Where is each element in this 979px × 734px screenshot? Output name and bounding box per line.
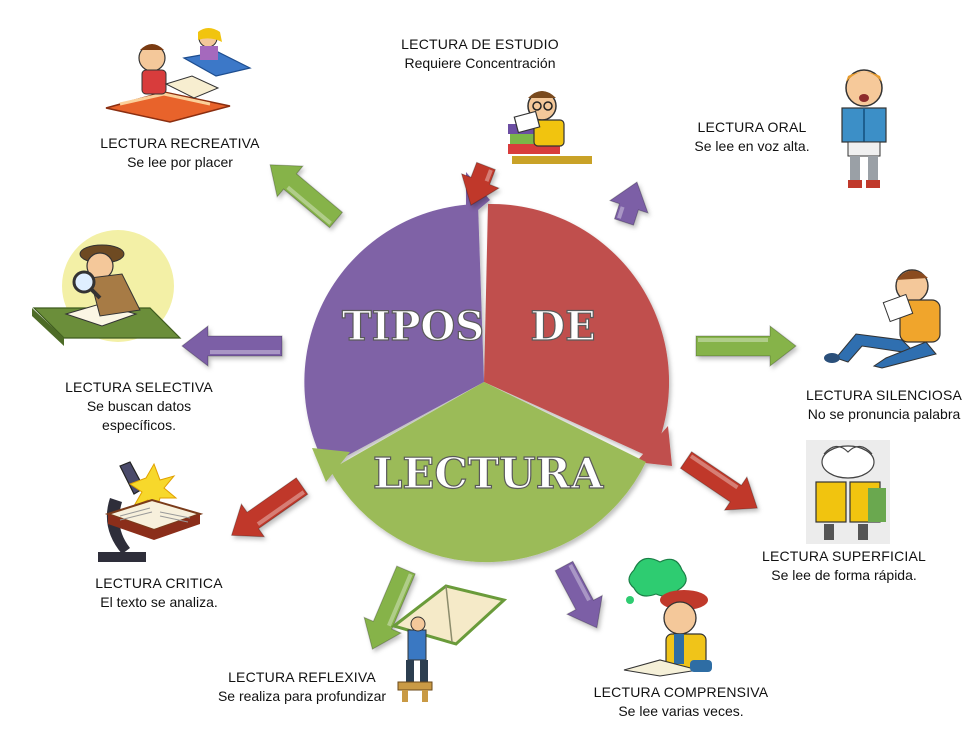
caption-oral: LECTURA ORAL Se lee en voz alta. [662,118,842,156]
kids-flying-book-icon [105,28,252,123]
caption-superficial: LECTURA SUPERFICIAL Se lee de forma rápi… [752,547,936,585]
caption-estudio: LECTURA DE ESTUDIO Requiere Concentració… [380,35,580,73]
word-tipos: TIPOS [342,303,484,350]
arrow-reflexiva [363,565,416,650]
arrow-comprensiva [554,560,603,629]
segment-tipos [304,204,484,467]
reader-book-icon [806,440,890,544]
caption-reflexiva: LECTURA REFLEXIVA Se realiza para profun… [196,668,408,706]
boy-reading-aloud-icon [841,69,887,188]
arrow-selectiva [181,324,283,368]
microscope-book-icon [98,461,204,562]
arrows [181,161,797,650]
center-cycle [304,172,672,563]
student-books-icon [508,91,592,164]
desc-critica: El texto se analiza. [100,594,218,610]
caption-selectiva: LECTURA SELECTIVA Se buscan datos especí… [56,378,222,435]
title-critica: LECTURA CRITICA [95,575,223,591]
title-reflexiva: LECTURA REFLEXIVA [228,669,376,685]
arrow-oral [608,181,649,226]
thinking-boy-icon [623,557,712,677]
desc-recreativa: Se lee por placer [127,154,233,170]
desc-superficial: Se lee de forma rápida. [771,567,917,583]
title-superficial: LECTURA SUPERFICIAL [761,548,927,564]
caption-silenciosa: LECTURA SILENCIOSA No se pronuncia palab… [792,386,976,424]
title-oral: LECTURA ORAL [697,119,807,135]
word-lectura: LECTURA [373,449,605,498]
segment-lectura [330,382,646,563]
giant-book-icon [390,584,508,702]
center-words: TIPOS DE LECTURA [341,302,605,498]
desc-oral: Se lee en voz alta. [694,138,810,154]
segment-de-arrowhead [636,426,672,466]
detective-magnifier-icon [32,230,182,346]
word-de: DE [530,303,595,350]
boy-sitting-reading-icon [824,269,941,369]
caption-critica: LECTURA CRITICA El texto se analiza. [64,574,254,612]
arrow-critica [230,477,309,538]
desc-reflexiva: Se realiza para profundizar [217,688,387,704]
title-selectiva: LECTURA SELECTIVA [65,379,213,395]
title-estudio: LECTURA DE ESTUDIO [401,36,559,52]
arrow-superficial [679,451,758,511]
desc-selectiva: Se buscan datos específicos. [86,398,192,433]
caption-recreativa: LECTURA RECREATIVA Se lee por placer [86,134,274,172]
arrow-estudio [460,161,501,206]
desc-silenciosa: No se pronuncia palabra [807,406,961,422]
segment-lectura-arrowhead [312,448,350,482]
arrow-recreativa [269,164,344,229]
title-comprensiva: LECTURA COMPRENSIVA [593,684,769,700]
title-recreativa: LECTURA RECREATIVA [100,135,260,151]
desc-estudio: Requiere Concentración [404,55,556,71]
arrow-silenciosa [695,324,797,368]
title-silenciosa: LECTURA SILENCIOSA [805,387,963,403]
caption-comprensiva: LECTURA COMPRENSIVA Se lee varias veces. [586,683,776,721]
segment-de [484,203,670,458]
desc-comprensiva: Se lee varias veces. [618,703,744,719]
